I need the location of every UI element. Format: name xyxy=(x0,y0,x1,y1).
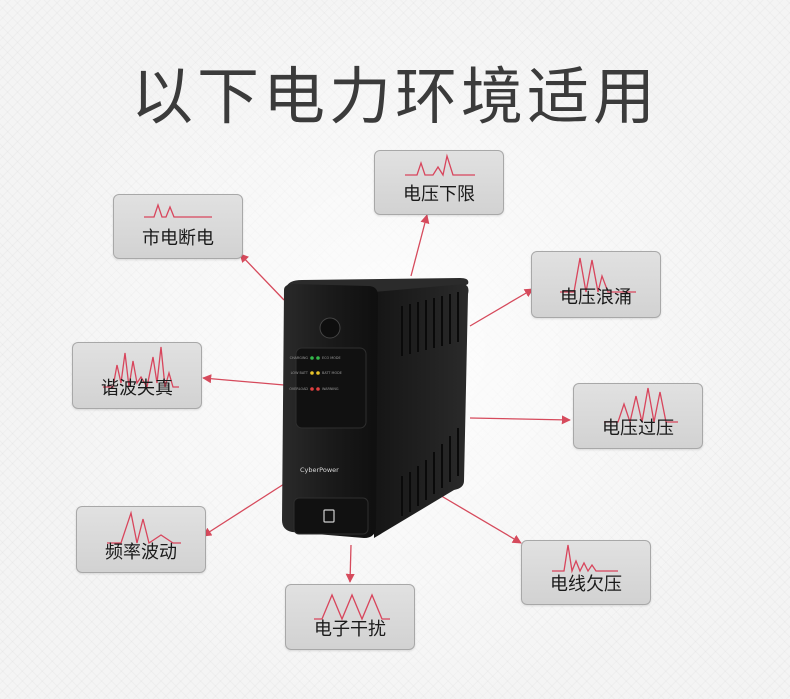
card-undervoltage: 电线欠压 xyxy=(521,540,651,605)
indicator-green-led xyxy=(316,356,320,360)
power-button-icon xyxy=(319,317,341,339)
brand-logo: CyberPower xyxy=(300,466,339,474)
voltage-sag-waveform-icon xyxy=(405,153,475,177)
arrow-surge xyxy=(469,288,534,327)
card-label: 电压浪涌 xyxy=(560,287,632,308)
card-label: 电子干扰 xyxy=(314,619,386,640)
indicator-label-left: CHARGING xyxy=(290,356,309,360)
arrow-overvoltage xyxy=(469,415,571,425)
card-label: 谐波失真 xyxy=(101,378,173,399)
card-frequency-fluctuation: 频率波动 xyxy=(76,506,206,573)
card-label: 电线欠压 xyxy=(550,574,622,595)
port-icon xyxy=(323,509,335,523)
indicator-label-right: WARNING xyxy=(322,387,339,391)
ups-device: CHARGING ECO MODE LOW BATT BATT MODE OVE… xyxy=(282,278,469,538)
card-label: 电压下限 xyxy=(403,184,475,205)
interference-waveform-icon xyxy=(314,593,390,621)
arrow-power-outage xyxy=(239,253,285,301)
frequency-waveform-icon xyxy=(107,510,181,545)
card-surge: 电压浪涌 xyxy=(531,251,661,318)
indicator-label-left: LOW BATT xyxy=(291,371,309,375)
indicator-yellow-led xyxy=(310,371,314,375)
arrow-voltage-low xyxy=(410,214,430,277)
card-overvoltage: 电压过压 xyxy=(573,383,703,449)
indicator-red-led xyxy=(316,387,320,391)
page-title: 以下电力环境适用 xyxy=(130,60,659,133)
arrow-harmonic xyxy=(202,374,285,386)
side-vents xyxy=(401,292,459,516)
indicator-yellow-led xyxy=(316,371,320,375)
card-power-outage: 市电断电 xyxy=(113,194,243,259)
arrow-undervoltage xyxy=(437,493,522,544)
indicator-green-led xyxy=(310,356,314,360)
card-harmonic-distortion: 谐波失真 xyxy=(72,342,202,409)
card-label: 频率波动 xyxy=(105,542,177,563)
indicator-label-right: BATT MODE xyxy=(322,371,342,375)
card-voltage-low: 电压下限 xyxy=(374,150,504,215)
card-label: 电压过压 xyxy=(602,418,674,439)
arrow-frequency xyxy=(202,483,285,537)
indicator-label-left: OVERLOAD xyxy=(289,387,308,391)
card-electrical-interference: 电子干扰 xyxy=(285,584,415,650)
undervoltage-waveform-icon xyxy=(552,544,618,574)
card-label: 市电断电 xyxy=(142,228,214,249)
arrow-interference xyxy=(345,544,355,583)
outage-waveform-icon xyxy=(144,202,212,218)
indicator-label-right: ECO MODE xyxy=(322,356,341,360)
indicator-red-led xyxy=(310,387,314,391)
harmonic-waveform-icon xyxy=(103,346,179,389)
overvoltage-waveform-icon xyxy=(604,387,678,425)
surge-waveform-icon xyxy=(560,257,636,293)
